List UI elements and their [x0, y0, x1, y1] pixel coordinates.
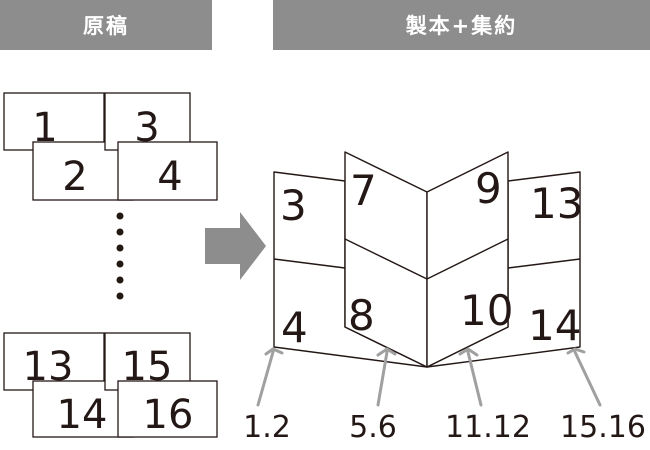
page-4: [117, 141, 218, 201]
page-number: 4: [157, 154, 182, 200]
sheet-label: 5.6: [349, 410, 397, 445]
page-number: 2: [62, 154, 87, 200]
page-number: 16: [143, 392, 194, 438]
sheet-label: 15.16: [560, 410, 646, 445]
header-original: 原稿: [0, 0, 212, 50]
booklet-page-8: 8: [348, 291, 375, 340]
page-number: 3: [134, 105, 159, 151]
booklet-page-14: 14: [528, 301, 581, 350]
booklet-page-3: 3: [280, 181, 307, 230]
page-number: 13: [23, 344, 74, 390]
booklet-page-7: 7: [350, 166, 377, 215]
page-number: 15: [122, 344, 173, 390]
page-16: [117, 380, 218, 438]
ellipsis-dots: [116, 212, 124, 300]
page-3: [104, 92, 191, 151]
booklet-page-9: 9: [475, 164, 502, 213]
page-number: 1: [32, 105, 57, 151]
booklet-page-4: 4: [281, 303, 308, 352]
sheet-label: 1.2: [243, 410, 291, 445]
booklet-page-13: 13: [530, 179, 583, 228]
page-2: [32, 141, 134, 201]
sheet-pointers: [256, 347, 602, 407]
original-pages: [3, 92, 218, 438]
sheet-label: 11.12: [445, 410, 531, 445]
booklet: [273, 151, 581, 368]
arrow-right-icon: [205, 212, 266, 280]
page-number: 14: [57, 392, 108, 438]
page-1: [3, 92, 105, 151]
booklet-page-10: 10: [460, 286, 513, 335]
header-result: 製本+集約: [273, 0, 650, 50]
